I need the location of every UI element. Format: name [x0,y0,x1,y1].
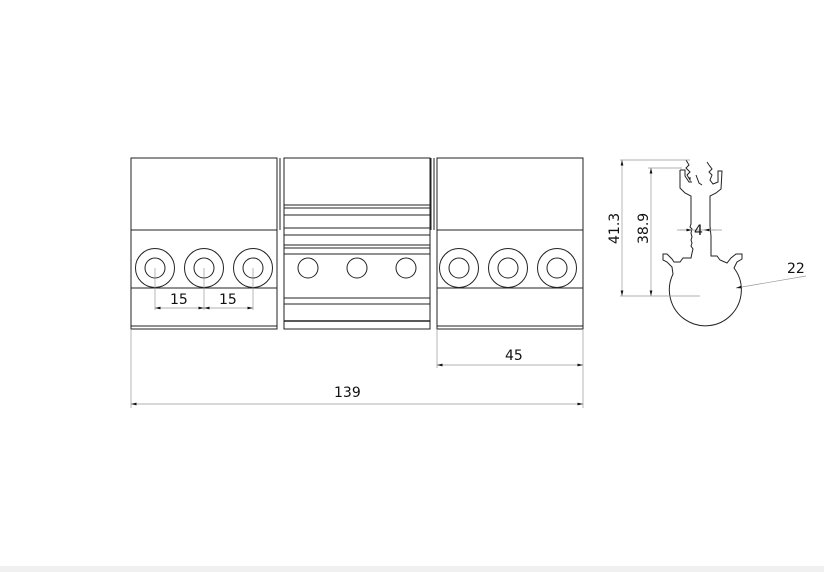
dimension-leaf-width: 45 [436,329,584,408]
dimension-overall-length: 139 [130,329,583,408]
hinge-profile-section [662,159,743,327]
dim-label-139: 139 [334,385,361,401]
left-leaf [130,157,281,330]
dimension-knuckle-diameter: 22 [735,261,807,289]
dim-label-38-9: 38.9 [636,213,652,244]
dim-label-22: 22 [787,261,805,277]
dim-label-4: 4 [694,223,703,239]
dimension-hole-pitch: 15 15 [154,268,254,310]
dimension-web-thickness: 4 [677,223,722,239]
dim-label-45: 45 [505,348,523,364]
right-leaf [436,157,584,330]
dim-label-15a: 15 [170,292,188,308]
dimension-profile-heights: 41.3 38.9 [607,159,700,297]
center-knuckle [283,157,435,330]
bottom-strip [0,566,824,572]
dim-label-15b: 15 [219,292,237,308]
dim-label-41-3: 41.3 [607,213,623,244]
